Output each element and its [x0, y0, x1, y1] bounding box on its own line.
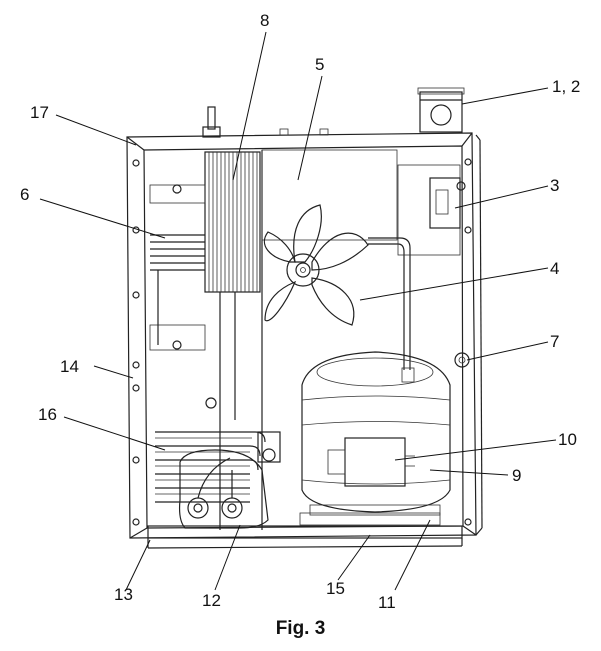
side-screws	[132, 158, 472, 526]
housing-frame	[126, 132, 483, 539]
valve	[205, 397, 281, 463]
base-plate	[147, 512, 463, 549]
fan	[263, 204, 369, 326]
label-16: 16	[38, 405, 57, 424]
label-15: 15	[326, 579, 345, 598]
label-5: 5	[315, 55, 324, 74]
compressor	[301, 351, 451, 516]
label-9: 9	[512, 466, 521, 485]
pump	[178, 449, 269, 529]
relay-box	[327, 437, 415, 487]
label-13: 13	[114, 585, 133, 604]
top-fittings	[202, 106, 329, 138]
switch-bracket	[397, 164, 466, 256]
label-11: 11	[378, 593, 396, 612]
part-labels: 1, 2 3 4 5 6 7 8 9 10 11 12 13 14 15 16 …	[20, 11, 580, 612]
fan-shroud	[219, 149, 398, 530]
label-6: 6	[20, 185, 29, 204]
leader-lines	[39, 31, 557, 591]
label-3: 3	[550, 176, 559, 195]
label-12: 12	[202, 591, 221, 610]
condenser	[204, 151, 261, 293]
heat-sink-fins	[155, 431, 266, 503]
label-14: 14	[60, 357, 79, 376]
label-1-2: 1, 2	[552, 77, 580, 96]
label-7: 7	[550, 332, 559, 351]
label-10: 10	[558, 430, 577, 449]
figure-caption: Fig. 3	[275, 618, 326, 639]
label-17: 17	[30, 103, 49, 122]
connector-box	[417, 87, 465, 133]
label-4: 4	[550, 259, 559, 278]
coil-tubes	[149, 184, 206, 351]
label-8: 8	[260, 11, 269, 30]
